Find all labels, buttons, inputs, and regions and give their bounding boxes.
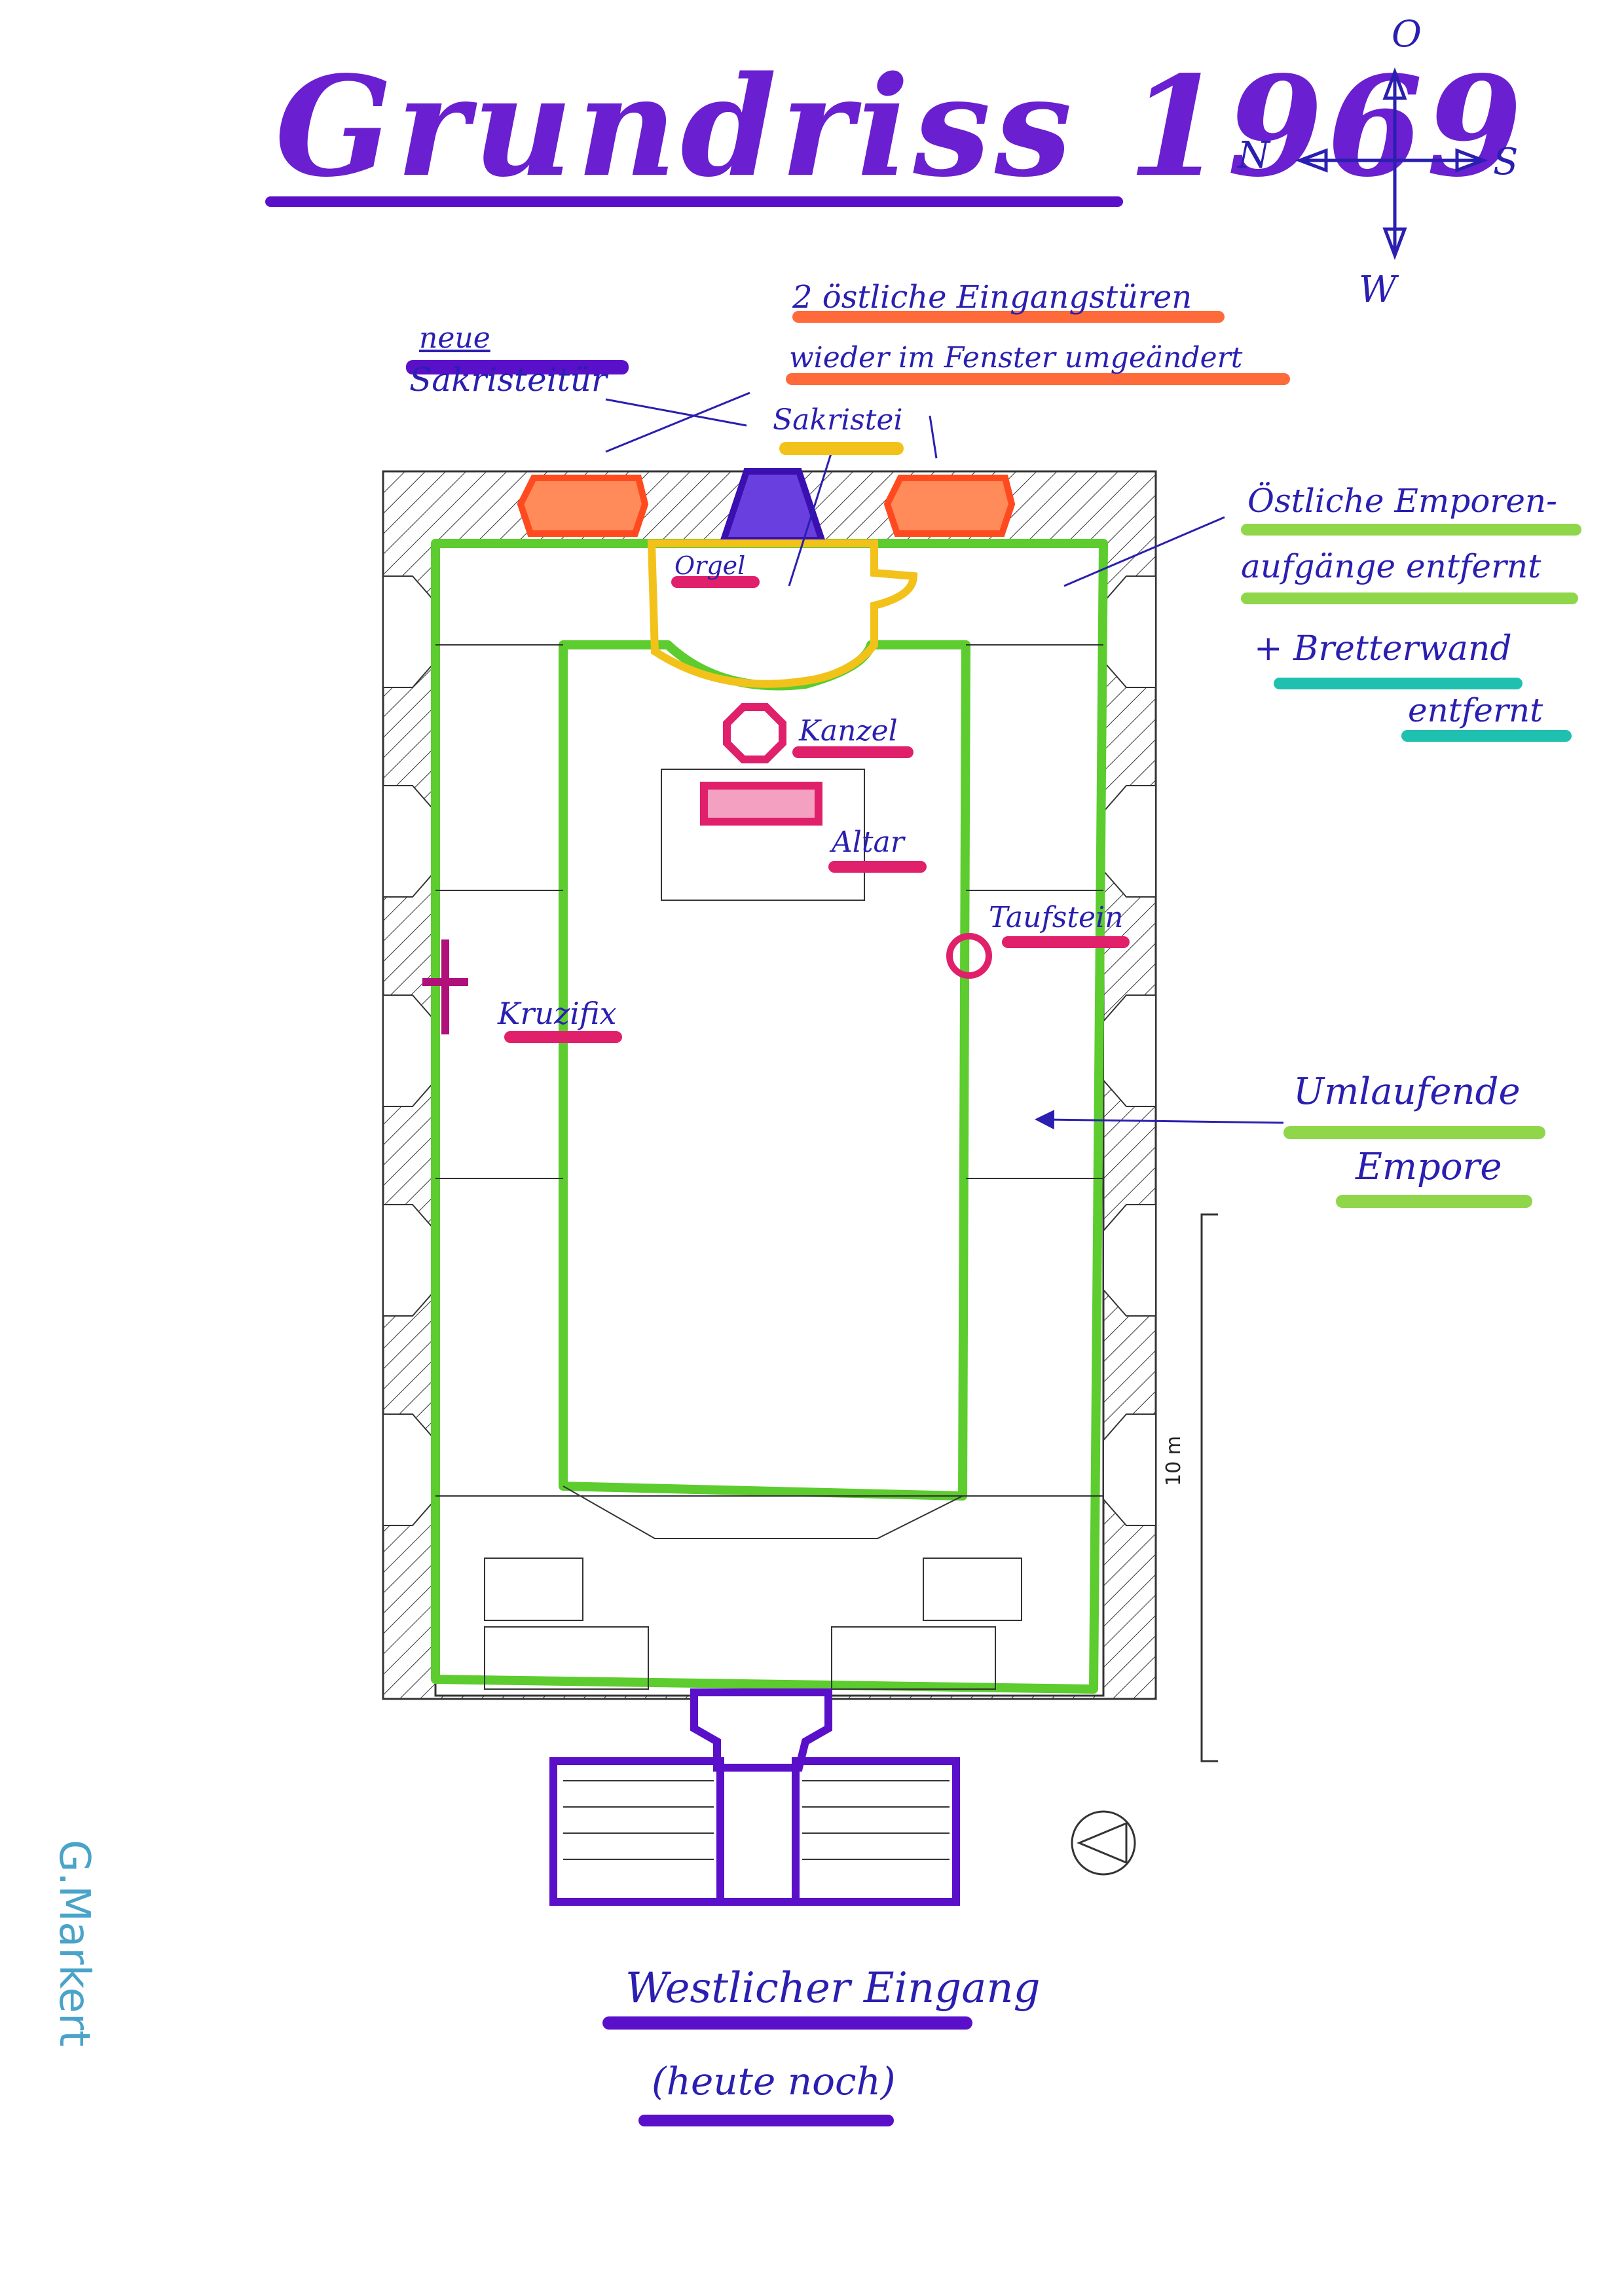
label-kanzel: Kanzel (799, 714, 898, 748)
label-sakristei: Sakristei (773, 403, 903, 437)
scale-label: 10 m (1162, 1436, 1185, 1486)
west-stairs-inner (484, 1558, 1022, 1690)
label-neue: neue (419, 321, 490, 355)
east-doors (517, 475, 1016, 537)
outer-wall (382, 470, 1157, 1700)
scale-bar (1200, 1213, 1218, 1762)
label-taufstein: Taufstein (989, 901, 1124, 934)
label-umlaufende-2: Empore (1356, 1146, 1502, 1188)
label-westlicher-1: Westlicher Eingang (625, 1964, 1041, 2013)
label-westlicher-2: (heute noch) (652, 2059, 896, 2104)
label-orgel: Orgel (674, 551, 746, 580)
compass-north-label: N (1238, 134, 1270, 177)
label-east-doors-1: 2 östliche Eingangstüren (792, 279, 1192, 316)
west-entrance (549, 1688, 960, 1906)
kanzel-shape (723, 703, 786, 763)
orgel-outline (647, 539, 918, 688)
label-east-doors-2: wieder im Fenster umgeändert (789, 341, 1243, 374)
altar-shape (700, 782, 822, 826)
compass-cross (1295, 67, 1488, 261)
page-title: Grundriss 1969 (275, 46, 1526, 208)
label-bretterwand-2: entfernt (1408, 691, 1543, 729)
kruzifix-shape (422, 939, 468, 1034)
label-sakristeitur: Sakristeitür (409, 361, 607, 399)
label-bretterwand-1: + Bretterwand (1254, 629, 1512, 668)
north-arrow-symbol (1071, 1810, 1136, 1876)
compass-east-label: O (1392, 13, 1422, 56)
label-altar: Altar (832, 826, 904, 859)
taufstein-shape (946, 933, 992, 979)
label-leaders (605, 392, 1284, 1130)
west-stair-treads (563, 1780, 950, 1860)
label-emporen-1: Östliche Emporen- (1247, 482, 1558, 520)
label-emporen-2: aufgänge entfernt (1241, 547, 1541, 585)
title-underline (265, 196, 1123, 207)
author-watermark: G.Markert (50, 1840, 98, 2047)
compass-south-label: S (1493, 141, 1519, 183)
label-umlaufende-1: Umlaufende (1293, 1070, 1521, 1113)
compass-west-label: W (1359, 268, 1397, 311)
interior-lines (435, 644, 1103, 1539)
label-kruzifix: Kruzifix (498, 996, 617, 1031)
